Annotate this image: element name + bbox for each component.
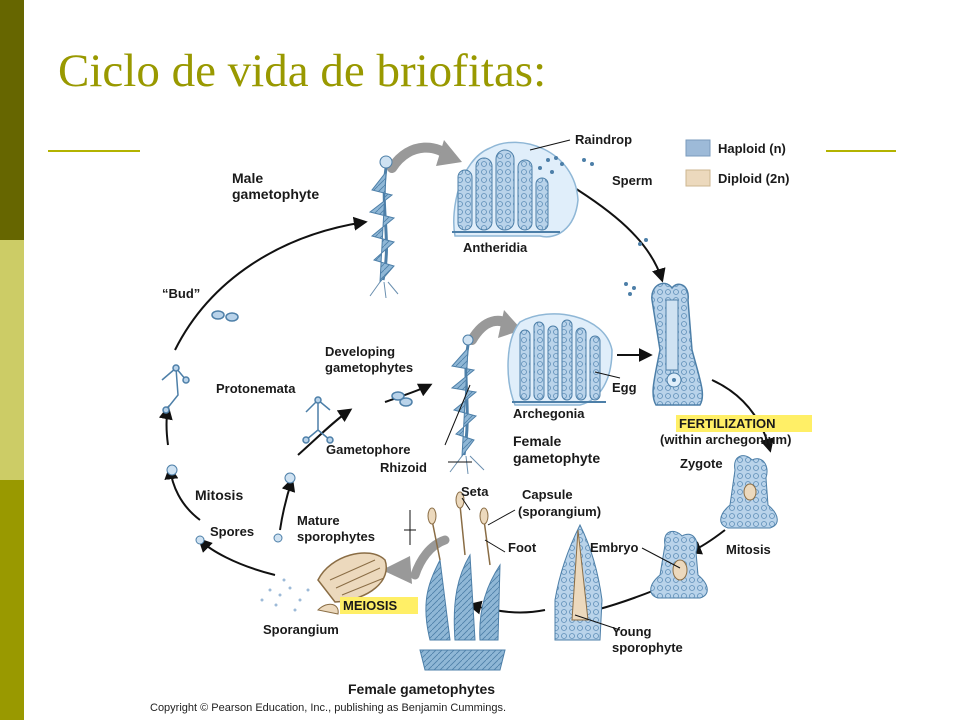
arrow-meiosis-to-spores	[198, 538, 276, 576]
sperm-illustration	[538, 156, 648, 296]
arrow-to-zygote	[711, 379, 774, 453]
label-fertilization: FERTILIZATION	[679, 416, 776, 431]
sidebar-segment-light	[0, 240, 24, 480]
label-within-archegonium: (within archegonium)	[660, 432, 791, 447]
label-rhizoid: Rhizoid	[380, 460, 427, 475]
sidebar-accent	[0, 0, 24, 720]
arrow-developing-to-gametophore	[384, 383, 433, 403]
legend: Haploid (n) Diploid (2n)	[685, 139, 790, 187]
label-raindrop: Raindrop	[575, 132, 632, 147]
archegonia-illustration	[507, 313, 613, 406]
male-gametophyte-illustration	[368, 155, 399, 299]
label-zygote: Zygote	[680, 456, 723, 471]
label-embryo: Embryo	[590, 540, 638, 555]
gametophore-illustration	[449, 334, 485, 475]
label-mature-2: sporophytes	[297, 529, 375, 544]
zygote-illustration	[720, 455, 778, 529]
label-mitosis-right: Mitosis	[726, 542, 771, 557]
arrow-young-to-mature	[467, 600, 546, 615]
label-gametophore: Gametophore	[326, 442, 411, 457]
label-archegonia: Archegonia	[513, 406, 585, 421]
label-male-1: Male	[232, 170, 263, 186]
label-developing-2: gametophytes	[325, 360, 413, 375]
arrow-protonemata-to-developing	[297, 408, 353, 456]
zoom-arrowhead-capsule	[382, 556, 412, 584]
label-mature-1: Mature	[297, 513, 340, 528]
mature-sporophytes-illustration	[419, 491, 506, 671]
arrow-bud-to-male	[174, 216, 368, 351]
sidebar-segment-mid	[0, 480, 24, 720]
label-egg: Egg	[612, 380, 637, 395]
label-female-1: Female	[513, 433, 561, 449]
label-young-1: Young	[612, 624, 652, 639]
diagram-labels: Raindrop Sperm Male gametophyte Antherid…	[162, 132, 791, 697]
slide-title: Ciclo de vida de briofitas:	[58, 45, 547, 97]
label-capsule-1: Capsule	[522, 487, 573, 502]
label-capsule-2: (sporangium)	[518, 504, 601, 519]
title-rule-left	[48, 150, 140, 152]
label-sperm: Sperm	[612, 173, 652, 188]
sporangium-illustration	[260, 552, 387, 615]
meiosis-highlight	[340, 597, 418, 614]
sidebar-segment-dark	[0, 0, 24, 240]
label-antheridia: Antheridia	[463, 240, 528, 255]
protonemata-illustration	[161, 310, 413, 444]
label-female-gametophytes: Female gametophytes	[348, 681, 495, 697]
label-bud: “Bud”	[162, 286, 200, 301]
label-female-2: gametophyte	[513, 450, 600, 466]
legend-haploid-label: Haploid (n)	[718, 141, 786, 156]
label-developing-1: Developing	[325, 344, 395, 359]
fertilization-highlight	[676, 415, 812, 432]
label-seta: Seta	[461, 484, 489, 499]
antheridia-illustration	[452, 141, 579, 238]
label-young-2: sporophyte	[612, 640, 683, 655]
embryo-illustration	[650, 530, 708, 599]
label-sporangium: Sporangium	[263, 622, 339, 637]
archegonium-egg-illustration	[651, 282, 704, 406]
legend-diploid-swatch	[685, 169, 711, 187]
title-rule-right	[826, 150, 896, 152]
leader-lines	[404, 139, 681, 631]
label-foot: Foot	[508, 540, 537, 555]
zoom-arrow-capsule	[410, 535, 450, 580]
copyright-notice: Copyright © Pearson Education, Inc., pub…	[150, 702, 506, 714]
label-mitosis-left: Mitosis	[195, 487, 243, 503]
legend-haploid-swatch	[685, 139, 711, 157]
young-sporophyte-illustration	[554, 523, 603, 641]
arrow-sperm-to-archegonium	[569, 184, 666, 283]
label-meiosis: MEIOSIS	[343, 598, 398, 613]
zoom-arrowhead-antheridia	[436, 140, 462, 166]
label-spores: Spores	[210, 524, 254, 539]
label-male-2: gametophyte	[232, 186, 319, 202]
legend-diploid-label: Diploid (2n)	[718, 171, 790, 186]
spores-illustration	[166, 464, 296, 545]
arrow-spore-to-protonemata	[279, 477, 296, 531]
label-protonemata: Protonemata	[216, 381, 296, 396]
